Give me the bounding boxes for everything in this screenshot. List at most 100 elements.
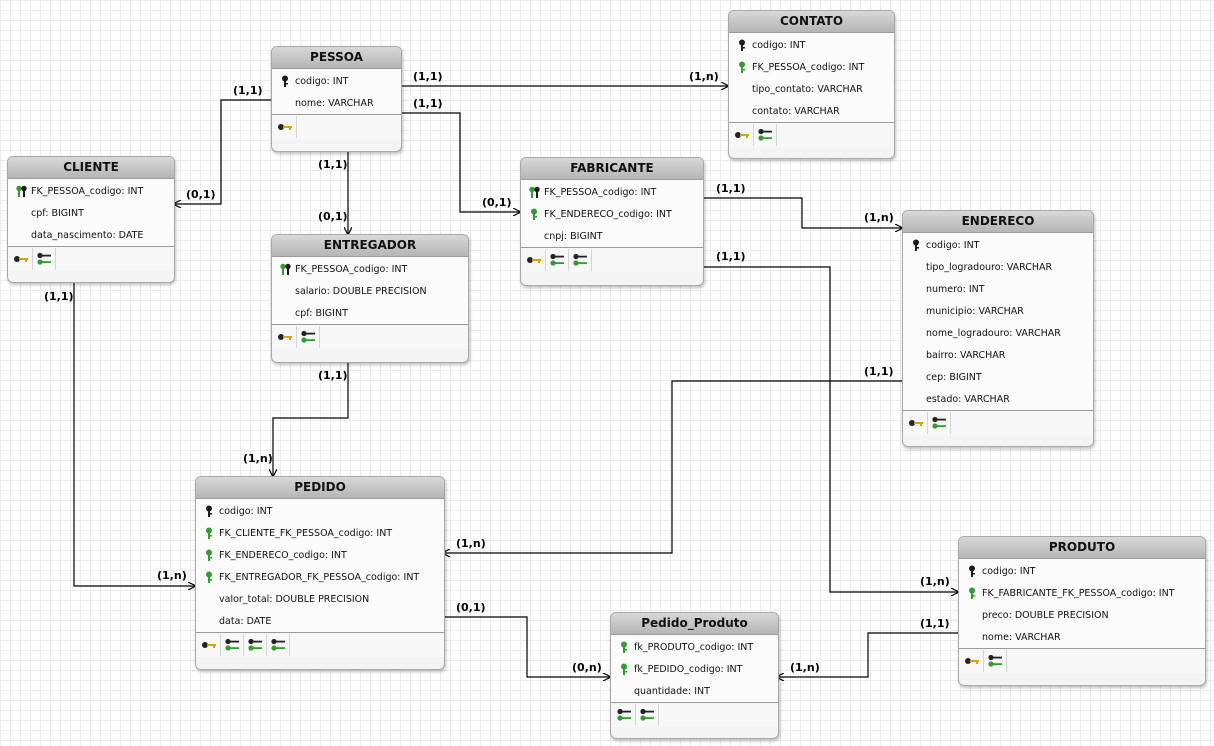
attribute-row[interactable]: tipo_contato: VARCHAR: [729, 78, 894, 100]
attribute-row[interactable]: nome_logradouro: VARCHAR: [903, 322, 1093, 344]
attribute-label: nome_logradouro: VARCHAR: [926, 327, 1061, 339]
edge-pessoa-cliente: [174, 99, 271, 204]
foreign-key-index-icon: [244, 634, 267, 656]
attribute-row[interactable]: FK_PESSOA_codigo: INT: [8, 180, 174, 202]
edge-endereco-pedido: [443, 380, 902, 553]
entity-title: CLIENTE: [8, 157, 174, 179]
attribute-label: FK_ENTREGADOR_FK_PESSOA_codigo: INT: [219, 571, 420, 583]
primary-key-icon: [909, 239, 923, 252]
attribute-row[interactable]: fk_PRODUTO_codigo: INT: [611, 636, 778, 658]
attribute-label: tipo_contato: VARCHAR: [752, 83, 863, 95]
attribute-label: valor_total: DOUBLE PRECISION: [219, 593, 370, 605]
primary-key-icon: [735, 39, 749, 52]
attribute-row[interactable]: FK_PESSOA_codigo: INT: [272, 258, 468, 280]
key-footer: [729, 122, 894, 147]
foreign-key-icon: [965, 587, 979, 600]
attribute-row[interactable]: fk_PEDIDO_codigo: INT: [611, 658, 778, 680]
entity-pessoa[interactable]: PESSOA codigo: INT nome: VARCHAR: [271, 46, 402, 152]
key-footer: [903, 410, 1093, 435]
card-fabricante-endereco-dst: (1,n): [864, 211, 894, 224]
edge-cliente-pedido: [73, 282, 195, 586]
primary-key-icon: [278, 75, 292, 88]
attribute-row[interactable]: bairro: VARCHAR: [903, 344, 1093, 366]
attribute-row[interactable]: municipio: VARCHAR: [903, 300, 1093, 322]
primary-key-index-icon: [905, 412, 928, 434]
attribute-label: contato: VARCHAR: [752, 105, 840, 117]
attribute-row[interactable]: codigo: INT: [196, 500, 444, 522]
attribute-row[interactable]: valor_total: DOUBLE PRECISION: [196, 588, 444, 610]
primary-foreign-key-icon: [278, 263, 292, 276]
attribute-row[interactable]: nome: VARCHAR: [272, 92, 401, 114]
card-produto-pp-dst: (1,n): [790, 661, 820, 674]
attribute-label: codigo: INT: [219, 505, 273, 517]
foreign-key-index-icon: [928, 412, 951, 434]
attribute-label: codigo: INT: [982, 565, 1036, 577]
edge-fabricante-produto: [702, 266, 958, 592]
attribute-row[interactable]: quantidade: INT: [611, 680, 778, 702]
attribute-row[interactable]: tipo_logradouro: VARCHAR: [903, 256, 1093, 278]
key-footer: [611, 702, 778, 727]
attribute-row[interactable]: contato: VARCHAR: [729, 100, 894, 122]
entity-title: PEDIDO: [196, 477, 444, 499]
foreign-key-index-icon: [297, 326, 320, 348]
foreign-key-icon: [202, 527, 216, 540]
attribute-row[interactable]: preco: DOUBLE PRECISION: [959, 604, 1205, 626]
attribute-label: codigo: INT: [295, 75, 349, 87]
foreign-key-index-icon: [613, 704, 636, 726]
attribute-row[interactable]: FK_ENDERECO_codigo: INT: [196, 544, 444, 566]
foreign-key-icon: [527, 208, 541, 221]
attribute-row[interactable]: FK_CLIENTE_FK_PESSOA_codigo: INT: [196, 522, 444, 544]
primary-key-icon: [965, 565, 979, 578]
card-entregador-pedido-dst: (1,n): [243, 452, 273, 465]
primary-key-index-icon: [961, 650, 984, 672]
attribute-list: codigo: INT FK_CLIENTE_FK_PESSOA_codigo: …: [196, 499, 444, 632]
foreign-key-index-icon: [569, 249, 592, 271]
attribute-row[interactable]: estado: VARCHAR: [903, 388, 1093, 410]
attribute-row[interactable]: codigo: INT: [959, 560, 1205, 582]
attribute-row[interactable]: cep: BIGINT: [903, 366, 1093, 388]
card-pessoa-fabricante-dst: (0,1): [482, 196, 512, 209]
primary-key-index-icon: [274, 116, 297, 138]
attribute-row[interactable]: codigo: INT: [272, 70, 401, 92]
card-endereco-pedido-src: (1,1): [864, 365, 894, 378]
primary-key-index-icon: [731, 124, 754, 146]
entity-title: FABRICANTE: [521, 158, 703, 180]
entity-pedido[interactable]: PEDIDO codigo: INT FK_CLIENTE_FK_PESSOA_co…: [195, 476, 445, 670]
key-footer: [196, 632, 444, 657]
entity-fabricante[interactable]: FABRICANTE FK_PESSOA_codigo: INT FK_ENDERE…: [520, 157, 704, 286]
attribute-label: numero: INT: [926, 283, 985, 295]
attribute-row[interactable]: codigo: INT: [729, 34, 894, 56]
attribute-row[interactable]: salario: DOUBLE PRECISION: [272, 280, 468, 302]
entity-title: PESSOA: [272, 47, 401, 69]
attribute-row[interactable]: cpf: BIGINT: [272, 302, 468, 324]
attribute-row[interactable]: cpf: BIGINT: [8, 202, 174, 224]
attribute-label: fk_PEDIDO_codigo: INT: [634, 663, 743, 675]
foreign-key-icon: [735, 61, 749, 74]
attribute-row[interactable]: FK_PESSOA_codigo: INT: [521, 181, 703, 203]
attribute-row[interactable]: cnpj: BIGINT: [521, 225, 703, 247]
attribute-row[interactable]: data: DATE: [196, 610, 444, 632]
foreign-key-index-icon: [636, 704, 659, 726]
card-pessoa-entregador-dst: (0,1): [318, 210, 348, 223]
attribute-row[interactable]: FK_PESSOA_codigo: INT: [729, 56, 894, 78]
attribute-list: codigo: INT tipo_logradouro: VARCHAR numer…: [903, 233, 1093, 410]
card-pessoa-entregador-src: (1,1): [318, 158, 348, 171]
attribute-row[interactable]: data_nascimento: DATE: [8, 224, 174, 246]
attribute-label: FK_PESSOA_codigo: INT: [544, 186, 657, 198]
foreign-key-icon: [617, 641, 631, 654]
attribute-label: codigo: INT: [926, 239, 980, 251]
attribute-row[interactable]: FK_FABRICANTE_FK_PESSOA_codigo: INT: [959, 582, 1205, 604]
attribute-row[interactable]: FK_ENDERECO_codigo: INT: [521, 203, 703, 225]
attribute-row[interactable]: codigo: INT: [903, 234, 1093, 256]
attribute-row[interactable]: nome: VARCHAR: [959, 626, 1205, 648]
attribute-row[interactable]: FK_ENTREGADOR_FK_PESSOA_codigo: INT: [196, 566, 444, 588]
attribute-row[interactable]: numero: INT: [903, 278, 1093, 300]
card-cliente-pedido-dst: (1,n): [157, 569, 187, 582]
